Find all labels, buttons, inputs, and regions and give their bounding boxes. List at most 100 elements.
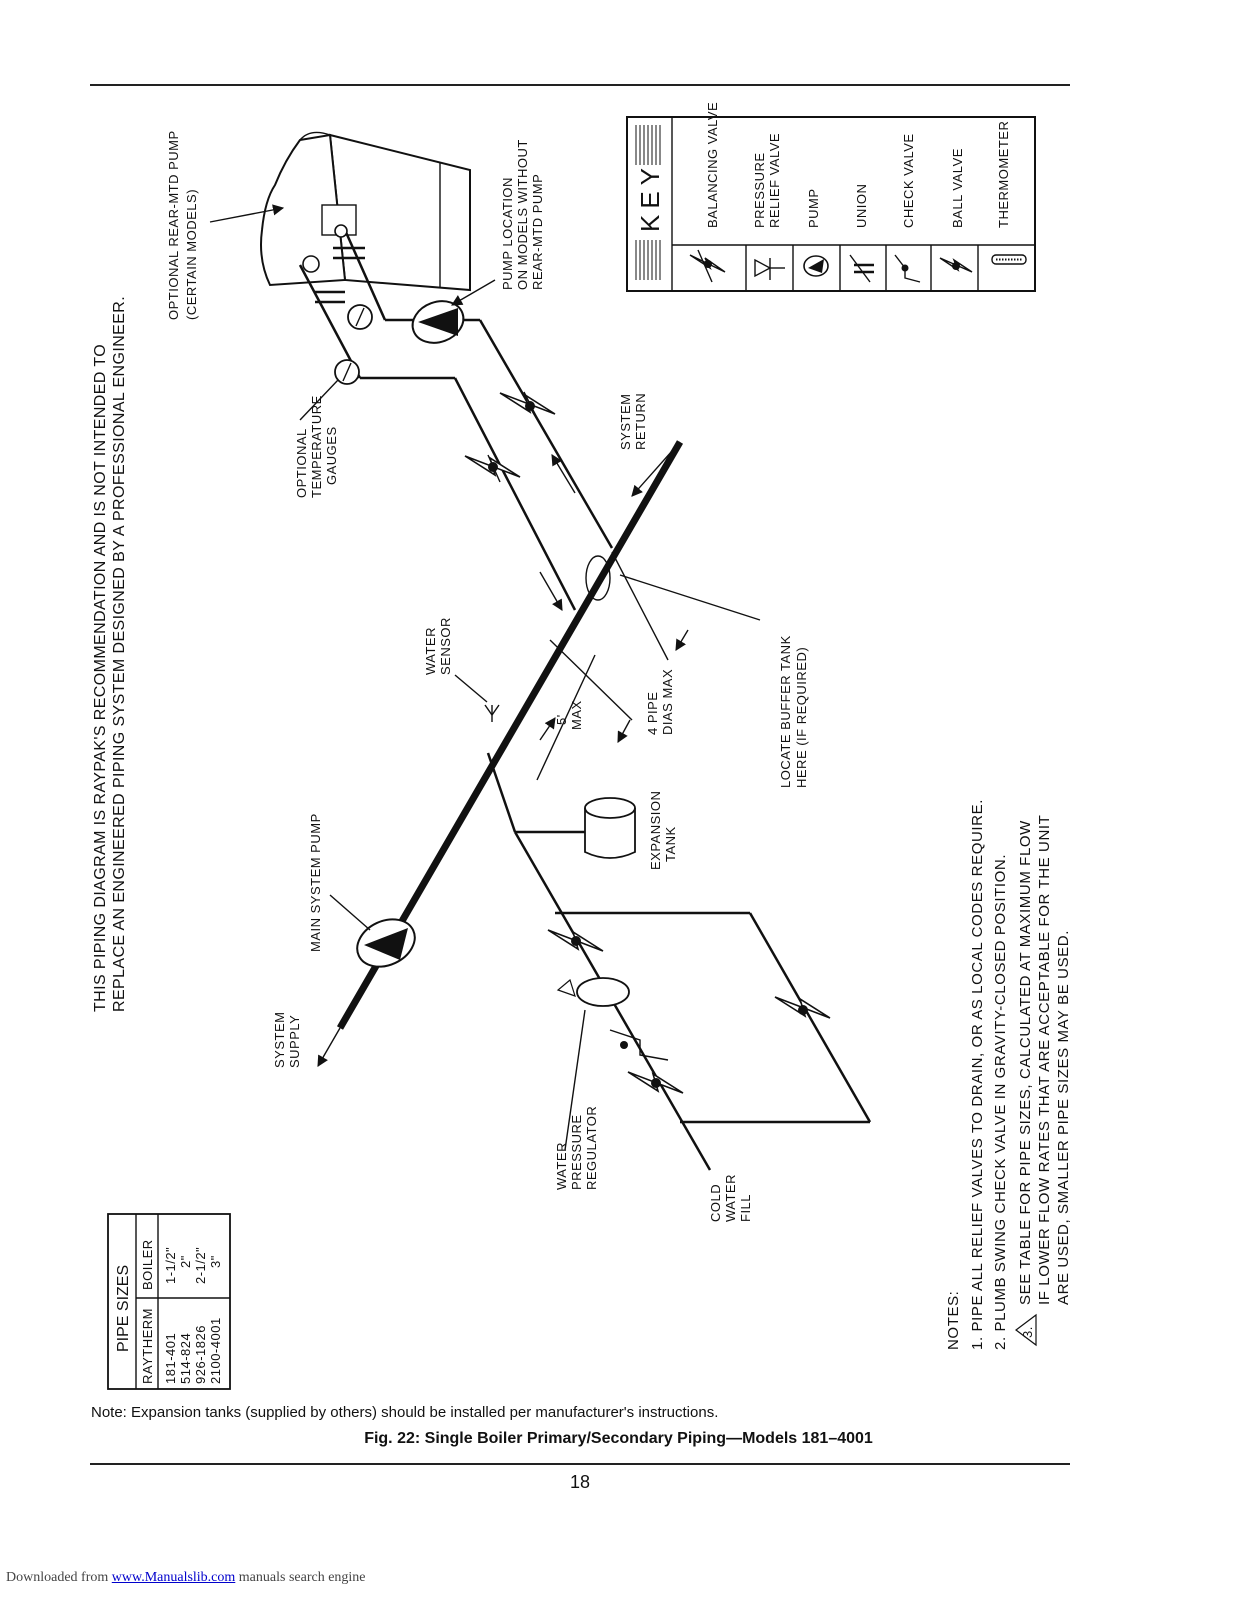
boiler-return-pipe-2 bbox=[478, 319, 614, 549]
disclaimer-line-2: REPLACE AN ENGINEERED PIPING SYSTEM DESI… bbox=[111, 296, 128, 1012]
label-four-pipe-1: 4 PIPE bbox=[645, 692, 660, 735]
pump-icon bbox=[411, 300, 465, 344]
key-item-relief: RELIEF VALVE bbox=[767, 133, 782, 228]
label-regulator-3: REGULATOR bbox=[584, 1106, 599, 1190]
key-item-pump: PUMP bbox=[806, 188, 821, 228]
label-cold-3: FILL bbox=[738, 1194, 753, 1222]
header-raytherm: RAYTHERM bbox=[140, 1308, 155, 1384]
key-item-balancing: BALANCING VALVE bbox=[705, 102, 720, 228]
ball-valve-icon bbox=[464, 454, 521, 483]
expansion-tank-icon bbox=[486, 752, 636, 859]
label-pump-location-2: ON MODELS WITHOUT bbox=[515, 139, 530, 290]
boiler-connections bbox=[298, 224, 455, 380]
boiler-supply-pipe bbox=[453, 377, 577, 611]
label-optional-pump-1: OPTIONAL REAR-MTD PUMP bbox=[166, 130, 181, 320]
key-item-pressure: PRESSURE bbox=[752, 152, 767, 228]
expansion-tank-footnote: Note: Expansion tanks (supplied by other… bbox=[91, 1404, 719, 1421]
key-item-check: CHECK VALVE bbox=[901, 133, 916, 228]
label-cold-2: WATER bbox=[723, 1174, 738, 1222]
boiler-unit bbox=[260, 131, 471, 292]
table-row-model: 926-1826 bbox=[193, 1325, 208, 1384]
pipe-sizes-table: PIPE SIZES RAYTHERM BOILER 181-401 514-8… bbox=[107, 1213, 231, 1390]
temperature-gauge-icon bbox=[334, 304, 373, 385]
flow-arrow bbox=[551, 454, 576, 494]
ball-valve-icon bbox=[547, 929, 604, 952]
main-system-pump-icon bbox=[329, 894, 416, 968]
label-pump-location-1: PUMP LOCATION bbox=[500, 177, 515, 290]
table-row-size: 2" bbox=[178, 1255, 193, 1268]
key-union-icon bbox=[849, 254, 874, 283]
key-item-union: UNION bbox=[854, 184, 869, 228]
key-item-ball: BALL VALVE bbox=[950, 148, 965, 228]
table-row-model: 181-401 bbox=[163, 1333, 178, 1384]
disclaimer-line-1: THIS PIPING DIAGRAM IS RAYPAK'S RECOMMEN… bbox=[92, 344, 109, 1012]
key-title: KEY bbox=[635, 162, 665, 232]
dimension-lines bbox=[536, 551, 689, 781]
download-suffix: manuals search engine bbox=[235, 1570, 366, 1585]
flow-arrow bbox=[539, 571, 563, 611]
check-valve-icon bbox=[609, 1029, 669, 1061]
label-five-max-2: MAX bbox=[569, 700, 584, 730]
label-system-supply-2: SUPPLY bbox=[287, 1015, 302, 1068]
download-prefix: Downloaded from bbox=[6, 1570, 112, 1585]
bottom-rule bbox=[90, 1463, 1070, 1465]
label-cold-1: COLD bbox=[708, 1184, 723, 1222]
table-row-model: 2100-4001 bbox=[208, 1317, 223, 1384]
label-system-return-1: SYSTEM bbox=[618, 394, 633, 450]
note-3-number: 3. bbox=[1020, 1326, 1035, 1338]
label-water-sensor-1: WATER bbox=[423, 627, 438, 675]
label-water-sensor-2: SENSOR bbox=[438, 617, 453, 675]
label-regulator-1: WATER bbox=[554, 1142, 569, 1190]
pump-leader bbox=[209, 204, 285, 223]
buffer-tank-location bbox=[585, 555, 611, 601]
pressure-regulator-icon bbox=[556, 977, 630, 1151]
note-3a: SEE TABLE FOR PIPE SIZES, CALCULATED AT … bbox=[1017, 820, 1034, 1305]
notes-block: NOTES: 1. PIPE ALL RELIEF VALVES TO DRAI… bbox=[945, 799, 1072, 1350]
figure-caption: Fig. 22: Single Boiler Primary/Secondary… bbox=[364, 1430, 873, 1447]
water-sensor-icon bbox=[454, 674, 500, 722]
label-expansion-2: TANK bbox=[663, 826, 678, 862]
top-rule bbox=[90, 84, 1070, 86]
header-boiler: BOILER bbox=[140, 1239, 155, 1290]
system-return-arrow bbox=[631, 441, 681, 497]
label-expansion-1: EXPANSION bbox=[648, 791, 663, 870]
label-buffer-2: HERE (IF REQUIRED) bbox=[794, 647, 809, 788]
label-five-max-1: 5' bbox=[554, 714, 569, 725]
table-row-size: 3" bbox=[208, 1255, 223, 1268]
note-2: 2. PLUMB SWING CHECK VALVE IN GRAVITY-CL… bbox=[992, 854, 1009, 1350]
label-gauges-3: GAUGES bbox=[324, 426, 339, 485]
key-legend: KEY BALANCING VALVE PRESSURE RELIEF VALV… bbox=[626, 102, 1036, 292]
label-system-supply-1: SYSTEM bbox=[272, 1012, 287, 1068]
manualslib-link[interactable]: www.Manualslib.com bbox=[111, 1570, 236, 1585]
download-banner: Downloaded from www.Manualslib.com manua… bbox=[6, 1570, 366, 1586]
gauges-leader bbox=[299, 379, 339, 421]
label-buffer-1: LOCATE BUFFER TANK bbox=[778, 635, 793, 788]
note-3c: ARE USED, SMALLER PIPE SIZES MAY BE USED… bbox=[1055, 930, 1072, 1305]
key-balancing-valve-icon bbox=[689, 249, 726, 283]
key-ball-valve-icon bbox=[939, 257, 973, 273]
key-relief-valve-icon bbox=[754, 258, 785, 280]
table-row-size: 2-1/2" bbox=[193, 1247, 208, 1284]
note-3b: IF LOWER FLOW RATES THAT ARE ACCEPTABLE … bbox=[1036, 815, 1053, 1305]
table-row-model: 514-824 bbox=[178, 1333, 193, 1384]
label-main-pump: MAIN SYSTEM PUMP bbox=[308, 813, 323, 952]
label-optional-pump-2: (CERTAIN MODELS) bbox=[184, 189, 199, 320]
label-pump-location-3: REAR-MTD PUMP bbox=[530, 174, 545, 290]
table-row-size: 1-1/2" bbox=[163, 1247, 178, 1284]
ball-valve-icon bbox=[627, 1071, 684, 1094]
buffer-tank-leader bbox=[619, 574, 761, 621]
key-check-valve-icon bbox=[894, 254, 921, 283]
note-3-triangle-icon bbox=[1015, 1313, 1037, 1347]
balancing-valve-icon bbox=[774, 996, 831, 1019]
label-four-pipe-2: DIAS MAX bbox=[660, 669, 675, 735]
pump-location-leader bbox=[451, 279, 496, 306]
note-1: 1. PIPE ALL RELIEF VALVES TO DRAIN, OR A… bbox=[969, 799, 986, 1350]
system-supply-arrow bbox=[317, 1027, 341, 1067]
page-number: 18 bbox=[569, 1472, 591, 1492]
label-system-return-2: RETURN bbox=[633, 393, 648, 450]
pipe-sizes-title: PIPE SIZES bbox=[115, 1265, 132, 1352]
notes-title: NOTES: bbox=[945, 1291, 962, 1350]
piping-diagram: THIS PIPING DIAGRAM IS RAYPAK'S RECOMMEN… bbox=[92, 102, 1072, 1390]
label-regulator-2: PRESSURE bbox=[569, 1114, 584, 1190]
label-gauges-1: OPTIONAL bbox=[294, 428, 309, 498]
